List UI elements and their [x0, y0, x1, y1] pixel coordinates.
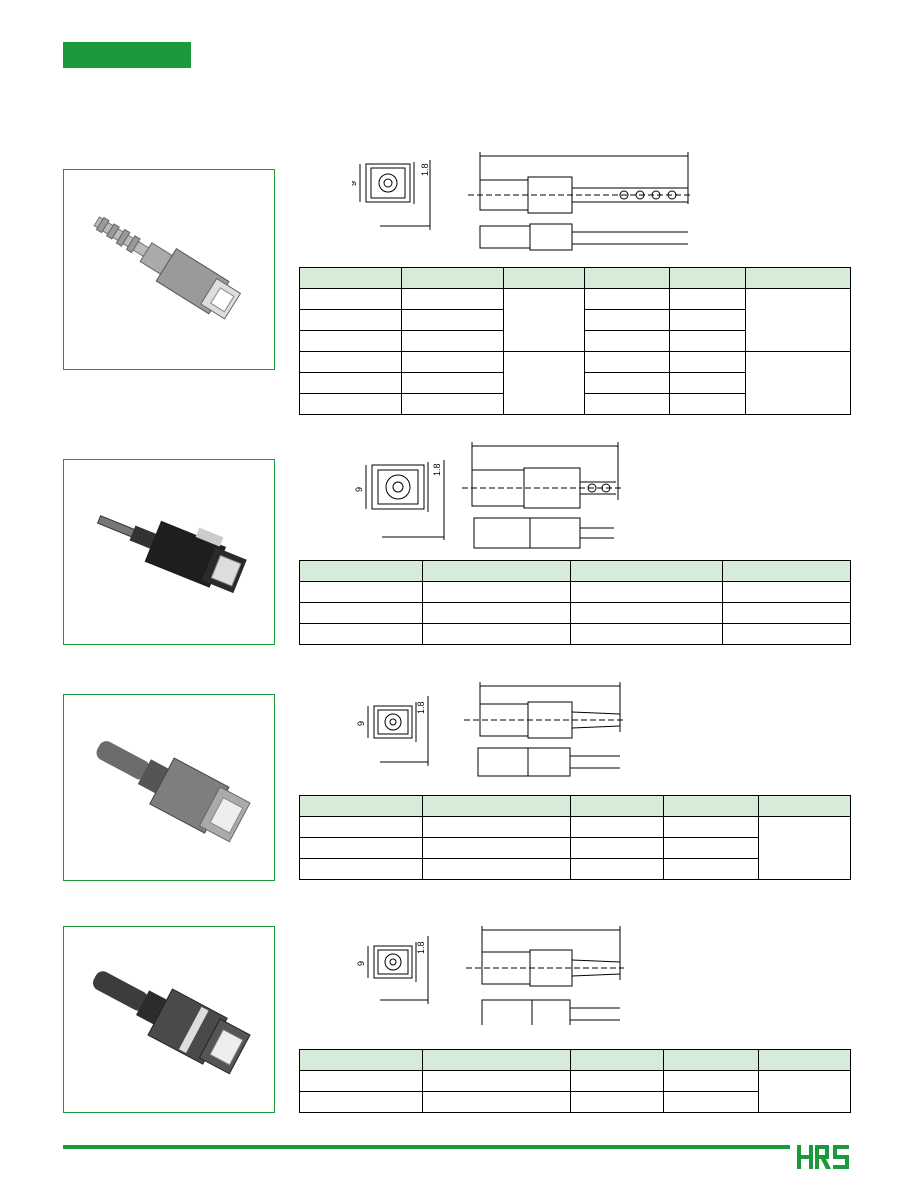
table-row: [299, 623, 851, 645]
hrs-logo-icon: [797, 1145, 849, 1169]
dimension-drawing-2: 9 1.8: [354, 442, 624, 549]
connector-photo-icon: [93, 216, 242, 320]
section-tag: [63, 42, 191, 68]
dimension-width-label: 9: [354, 487, 364, 492]
product-photo-2: [63, 459, 275, 645]
spec-table-3: [299, 795, 851, 880]
dimension-width-label: 9: [352, 181, 358, 186]
dimension-width-label: 9: [356, 721, 366, 726]
product-photo-4: [63, 926, 275, 1113]
table-row: [299, 309, 851, 331]
table-row: [299, 351, 851, 415]
table-header-row: [299, 560, 851, 582]
dimension-drawing-3: 9 1.8: [356, 682, 624, 777]
table-row: [299, 288, 851, 352]
table-row: [299, 393, 851, 415]
spec-table-4: [299, 1049, 851, 1113]
connector-photo-icon: [96, 741, 251, 843]
dimension-drawing-4: 9 1.8: [356, 926, 624, 1025]
table-row: [299, 330, 851, 352]
dimension-offset-label: 1.8: [416, 941, 426, 954]
spec-table-1: [299, 267, 851, 415]
dimension-offset-label: 1.8: [432, 463, 442, 476]
dimension-drawing-1: 9 1.8: [352, 152, 692, 251]
spec-table-2: [299, 560, 851, 645]
dimension-offset-label: 1.8: [416, 701, 426, 714]
dimension-offset-label: 1.8: [420, 163, 430, 176]
table-header-row: [299, 267, 851, 289]
connector-photo-icon: [96, 515, 247, 594]
footer-rule: [63, 1145, 790, 1149]
table-row: [299, 602, 851, 624]
table-row: [299, 581, 851, 603]
product-photo-1: [63, 169, 275, 370]
table-header-row: [299, 795, 851, 817]
table-row: [299, 816, 851, 880]
table-row: [299, 1070, 851, 1113]
table-row: [299, 858, 851, 880]
table-header-row: [299, 1049, 851, 1071]
dimension-width-label: 9: [356, 961, 366, 966]
product-photo-3: [63, 694, 275, 881]
connector-photo-icon: [93, 971, 251, 1075]
table-row: [299, 1091, 851, 1113]
